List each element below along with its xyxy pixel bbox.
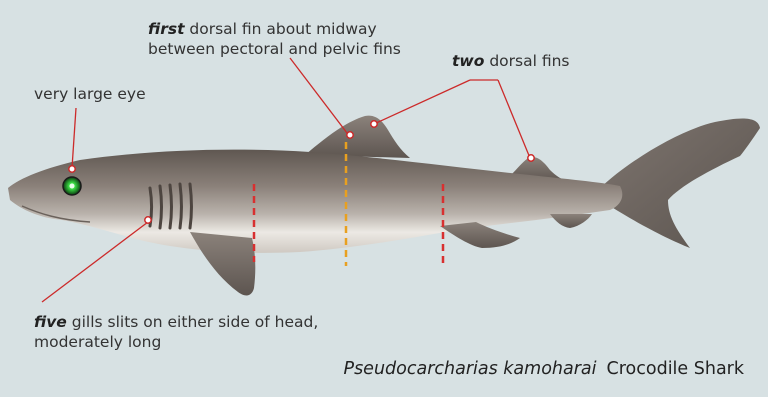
pectoral-fin <box>190 232 255 295</box>
caudal-fin <box>600 118 760 248</box>
first-dorsal-line2: between pectoral and pelvic fins <box>148 39 401 59</box>
pelvic-fin <box>440 222 520 248</box>
eye-label: very large eye <box>34 84 146 104</box>
first-dorsal-line1: dorsal fin about midway <box>184 20 376 38</box>
species-caption: Pseudocarcharias kamoharai Crocodile Shar… <box>344 359 744 379</box>
two-dorsal-label: two dorsal fins <box>452 51 569 71</box>
anal-fin <box>550 214 592 228</box>
two-dorsal-emph: two <box>452 52 484 70</box>
scientific-name: Pseudocarcharias kamoharai <box>344 359 597 379</box>
gills-line2: moderately long <box>34 332 318 352</box>
first-dorsal-label: first dorsal fin about midway between pe… <box>148 19 401 59</box>
eye-label-text: very large eye <box>34 85 146 103</box>
gills-emph: five <box>34 313 67 331</box>
gills-line1: gills slits on either side of head, <box>67 313 318 331</box>
two-dorsal-rest: dorsal fins <box>484 52 569 70</box>
common-name: Crocodile Shark <box>607 359 744 379</box>
gills-label: five gills slits on either side of head,… <box>34 312 318 352</box>
first-dorsal-fin <box>305 116 410 158</box>
first-dorsal-emph: first <box>148 20 184 38</box>
